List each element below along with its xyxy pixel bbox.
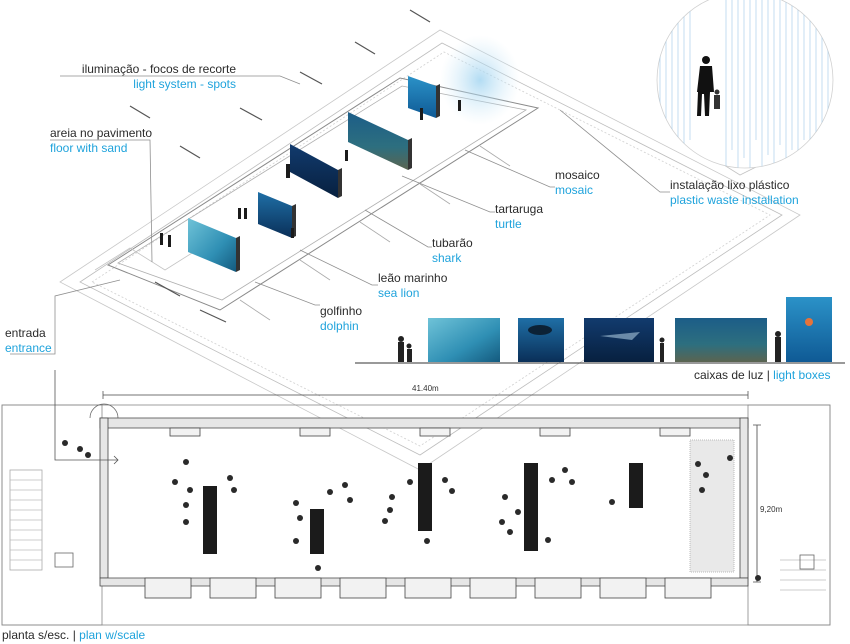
label-sand: areia no pavimento floor with sand — [50, 126, 152, 156]
lightbox-turtle — [518, 318, 564, 362]
plan-walls — [99, 417, 749, 599]
label-plan-pt: planta s/esc. | — [2, 628, 76, 642]
label-dolphin: golfinho dolphin — [320, 304, 362, 334]
isometric-building — [59, 29, 801, 471]
lightbox-fish — [786, 297, 832, 362]
label-shark: tubarão shark — [432, 236, 473, 266]
label-sealion-en: sea lion — [378, 286, 420, 300]
visitor-silhouette — [697, 56, 714, 116]
lightbox-mosaic — [675, 318, 767, 362]
label-dolphin-pt: golfinho — [320, 304, 363, 318]
label-mosaic-en: mosaic — [555, 183, 594, 197]
leader-lines — [10, 75, 670, 355]
dimension-width: 9,20m — [760, 505, 783, 514]
label-lighting: iluminação - focos de recorte light syst… — [60, 62, 236, 92]
plastic-mist — [440, 35, 520, 125]
iso-panel-turtle — [408, 76, 440, 118]
label-shark-pt: tubarão — [432, 236, 473, 250]
plan-panel-shark — [418, 463, 432, 531]
sand-area — [689, 439, 735, 573]
plan-panel-mosaic — [524, 463, 538, 551]
lightboxes-elevation — [355, 297, 845, 364]
iso-visitors — [160, 100, 461, 247]
label-mosaic-pt: mosaico — [555, 168, 600, 182]
light-spots-rail — [129, 9, 431, 323]
label-sealion-pt: leão marinho — [378, 271, 448, 285]
label-plastic-en: plastic waste installation — [670, 193, 799, 207]
label-lightboxes: caixas de luz | light boxes — [694, 368, 831, 383]
label-lighting-en: light system - spots — [133, 77, 236, 91]
label-turtle-pt: tartaruga — [495, 202, 544, 216]
label-lighting-pt: iluminação - focos de recorte — [81, 62, 236, 76]
iso-panel-dolphin — [188, 218, 240, 272]
iso-panel-mosaic — [348, 112, 412, 170]
lightbox-shark — [584, 318, 654, 362]
label-shark-en: shark — [432, 251, 462, 265]
label-entrance: entrada entrance — [5, 326, 52, 356]
label-sand-pt: areia no pavimento — [50, 126, 153, 140]
iso-panel-sealion — [258, 192, 296, 238]
elev-visitors — [398, 331, 781, 362]
child-silhouette — [714, 89, 720, 109]
label-entrance-pt: entrada — [5, 326, 46, 340]
label-lightboxes-en: light boxes — [773, 368, 831, 382]
label-turtle: tartaruga turtle — [495, 202, 543, 232]
label-entrance-en: entrance — [5, 341, 52, 355]
label-plastic: instalação lixo plástico plastic waste i… — [670, 178, 799, 208]
label-plastic-pt: instalação lixo plástico — [670, 178, 790, 192]
plan-panel-turtle — [629, 463, 643, 508]
label-plan: planta s/esc. | plan w/scale — [2, 628, 145, 643]
label-sealion: leão marinho sea lion — [378, 271, 447, 301]
label-lightboxes-pt: caixas de luz | — [694, 368, 770, 382]
entrance-arrow-icon — [54, 370, 119, 465]
plan-panel-dolphin — [203, 486, 217, 554]
iso-panel-shark — [290, 144, 342, 198]
plastic-installation-render — [656, 0, 834, 169]
plan-visitors — [62, 440, 761, 581]
label-plan-en: plan w/scale — [79, 628, 146, 642]
lightbox-dolphin — [428, 318, 500, 362]
plan-panels — [203, 463, 643, 554]
label-turtle-en: turtle — [495, 217, 522, 231]
floor-plan — [1, 391, 831, 626]
label-mosaic: mosaico mosaic — [555, 168, 600, 198]
plan-panel-sealion — [310, 509, 324, 554]
dimension-length: 41.40m — [412, 384, 439, 393]
label-dolphin-en: dolphin — [320, 319, 359, 333]
label-sand-en: floor with sand — [50, 141, 128, 155]
